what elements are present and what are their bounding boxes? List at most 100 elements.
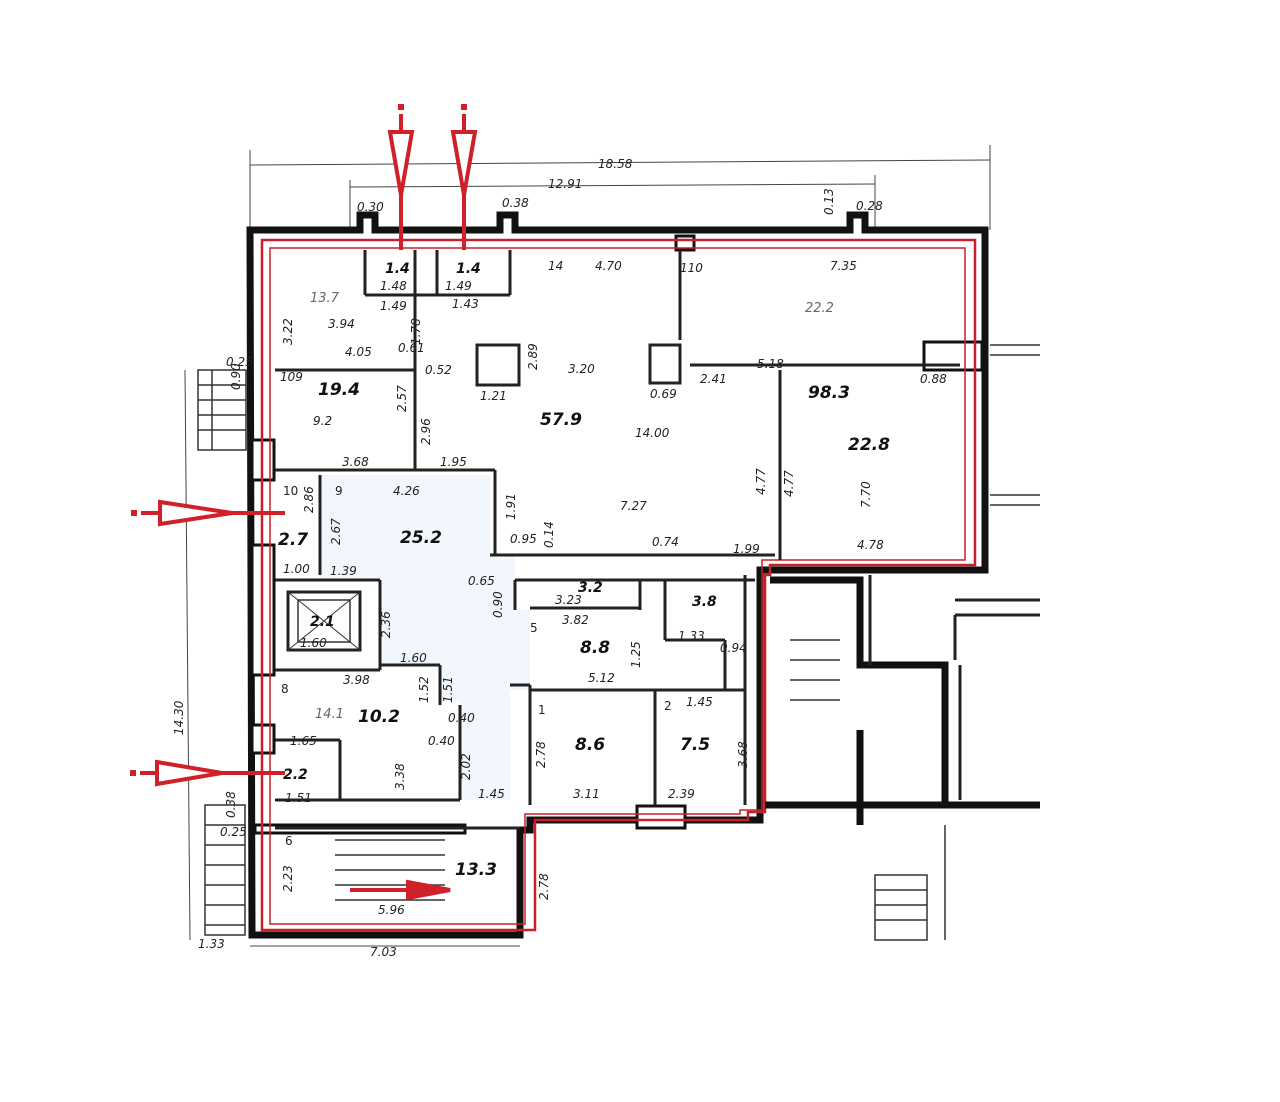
dim-label: 0.90 (229, 363, 243, 390)
room-r5-area: 98.3 (808, 383, 850, 403)
dim-label: 109 (280, 370, 303, 384)
room-r3-dim: 9.2 (313, 414, 332, 428)
room-r16-area: 13.3 (455, 860, 497, 880)
left-dimensions: 14.30 1.33 7.03 (172, 369, 520, 959)
dim-label: 3.11 (573, 787, 600, 801)
dim-label: 1.91 (504, 493, 518, 520)
dim-label: 0.14 (542, 521, 556, 548)
dim-label: 5.96 (378, 903, 405, 917)
dim-label: 1.78 (409, 318, 423, 345)
arrow-top-2 (450, 104, 478, 250)
dim-label: 0.25 (226, 355, 253, 369)
dim-label: 2.78 (537, 873, 551, 900)
dim-label: 1.33 (678, 629, 705, 643)
dim-label: 3.22 (281, 318, 295, 345)
dim-label: 3.68 (736, 741, 750, 768)
dim-label: 3.82 (562, 613, 589, 627)
dim-label: 1.60 (400, 651, 427, 665)
room-r13-area: 7.5 (680, 735, 710, 755)
dim-label: 2.02 (459, 753, 473, 780)
dim-label: 1.99 (733, 542, 760, 556)
dim-label: 1.45 (478, 787, 505, 801)
dim-label: 0.88 (920, 372, 947, 386)
dim-label: 4.77 (782, 470, 796, 497)
room-r2-dim: 1.49 (445, 279, 472, 293)
room-r5-label: 22.2 (805, 301, 834, 316)
room-r10-area: 3.8 (692, 594, 717, 610)
dim-label: 0.65 (468, 574, 495, 588)
dim-label: 1.21 (480, 389, 507, 403)
dim-label: 1.52 (417, 676, 431, 703)
dim-label: 2.36 (379, 611, 393, 638)
corridor-tint (280, 475, 530, 800)
dim-label: 0.69 (650, 387, 677, 401)
dim-label: 5.18 (757, 357, 784, 371)
room-r4-area: 57.9 (540, 410, 582, 430)
room-r4-dim3: 3.20 (568, 362, 595, 376)
dim-label: 0.28 (856, 199, 883, 213)
dim-label: 1.51 (441, 676, 455, 703)
dim-total-width: 18.58 (598, 157, 633, 171)
room-r3-label: 13.7 (310, 291, 340, 306)
room-r13-num: 2 (664, 699, 672, 713)
room-r12-num: 1 (538, 703, 546, 717)
top-dimensions: 18.58 12.91 (249, 145, 991, 230)
dim-label: 1.60 (300, 636, 327, 650)
room-r14-alt: 14.1 (315, 707, 344, 722)
room-r3-area: 19.4 (318, 380, 360, 400)
room-r12-area: 8.6 (575, 735, 605, 755)
dim-label: 1.49 (380, 299, 407, 313)
room-r7-num: 9 (335, 484, 343, 498)
stair-bottom (335, 839, 445, 901)
room-r15-area: 2.2 (283, 767, 308, 783)
red-boundary (260, 238, 977, 932)
room-r5-sub: 22.8 (848, 435, 890, 455)
dim-label: 2.86 (302, 486, 316, 513)
room-r16-num: 6 (285, 834, 293, 848)
red-boundary-inner (269, 247, 966, 925)
room-r1-dim: 1.48 (380, 279, 407, 293)
exterior-stair-bottom (204, 804, 246, 936)
dim-label: 2.96 (419, 418, 433, 445)
dim-label: 3.68 (342, 455, 369, 469)
dim-label: 7.35 (830, 259, 857, 273)
dim-label: 110 (680, 261, 703, 275)
arrow-top-1 (387, 104, 415, 250)
dim-label: 2.67 (329, 518, 343, 545)
room-r4-dim2: 7.27 (620, 499, 647, 513)
room-r14-area: 10.2 (358, 707, 400, 727)
dim-label: 1.45 (686, 695, 713, 709)
room-r2-area: 1.4 (456, 261, 481, 277)
dim-label: 1.25 (629, 641, 643, 668)
dim-label: 0.90 (491, 591, 505, 618)
dim-bottom-left: 1.33 (198, 937, 225, 951)
arrow-left-2 (130, 759, 285, 787)
dim-label: 2.78 (534, 741, 548, 768)
room-r6-num: 10 (283, 484, 298, 498)
dim-label: 0.74 (652, 535, 679, 549)
dim-label: 2.41 (700, 372, 727, 386)
dim-label: 0.13 (822, 188, 836, 215)
dim-label: 0.38 (502, 196, 529, 210)
dim-label: 3.23 (555, 593, 582, 607)
dimension-labels: 3.94 4.05 0.61 1.49 1.43 0.52 1.21 2.89 … (220, 188, 947, 917)
dim-label: 4.70 (595, 259, 622, 273)
dim-label: 3.38 (393, 763, 407, 790)
dim-label: 0.95 (510, 532, 537, 546)
arrow-left-1 (131, 499, 285, 527)
room-r11-num: 5 (530, 621, 538, 635)
dim-label: 2.39 (668, 787, 695, 801)
column-2 (648, 343, 682, 385)
column-1 (475, 343, 521, 387)
room-r4-dim1: 14.00 (635, 426, 670, 440)
exterior-stair-top (197, 369, 247, 451)
room-r11-area: 8.8 (580, 638, 610, 658)
dim-inner-width: 12.91 (548, 177, 582, 191)
room-r1-area: 1.4 (385, 261, 410, 277)
room-r5-dim3: 4.78 (857, 538, 884, 552)
dim-label: 3.94 (328, 317, 355, 331)
shaft (286, 590, 362, 652)
room-r9-area: 3.2 (578, 580, 603, 596)
dim-total-height: 14.30 (172, 700, 186, 735)
